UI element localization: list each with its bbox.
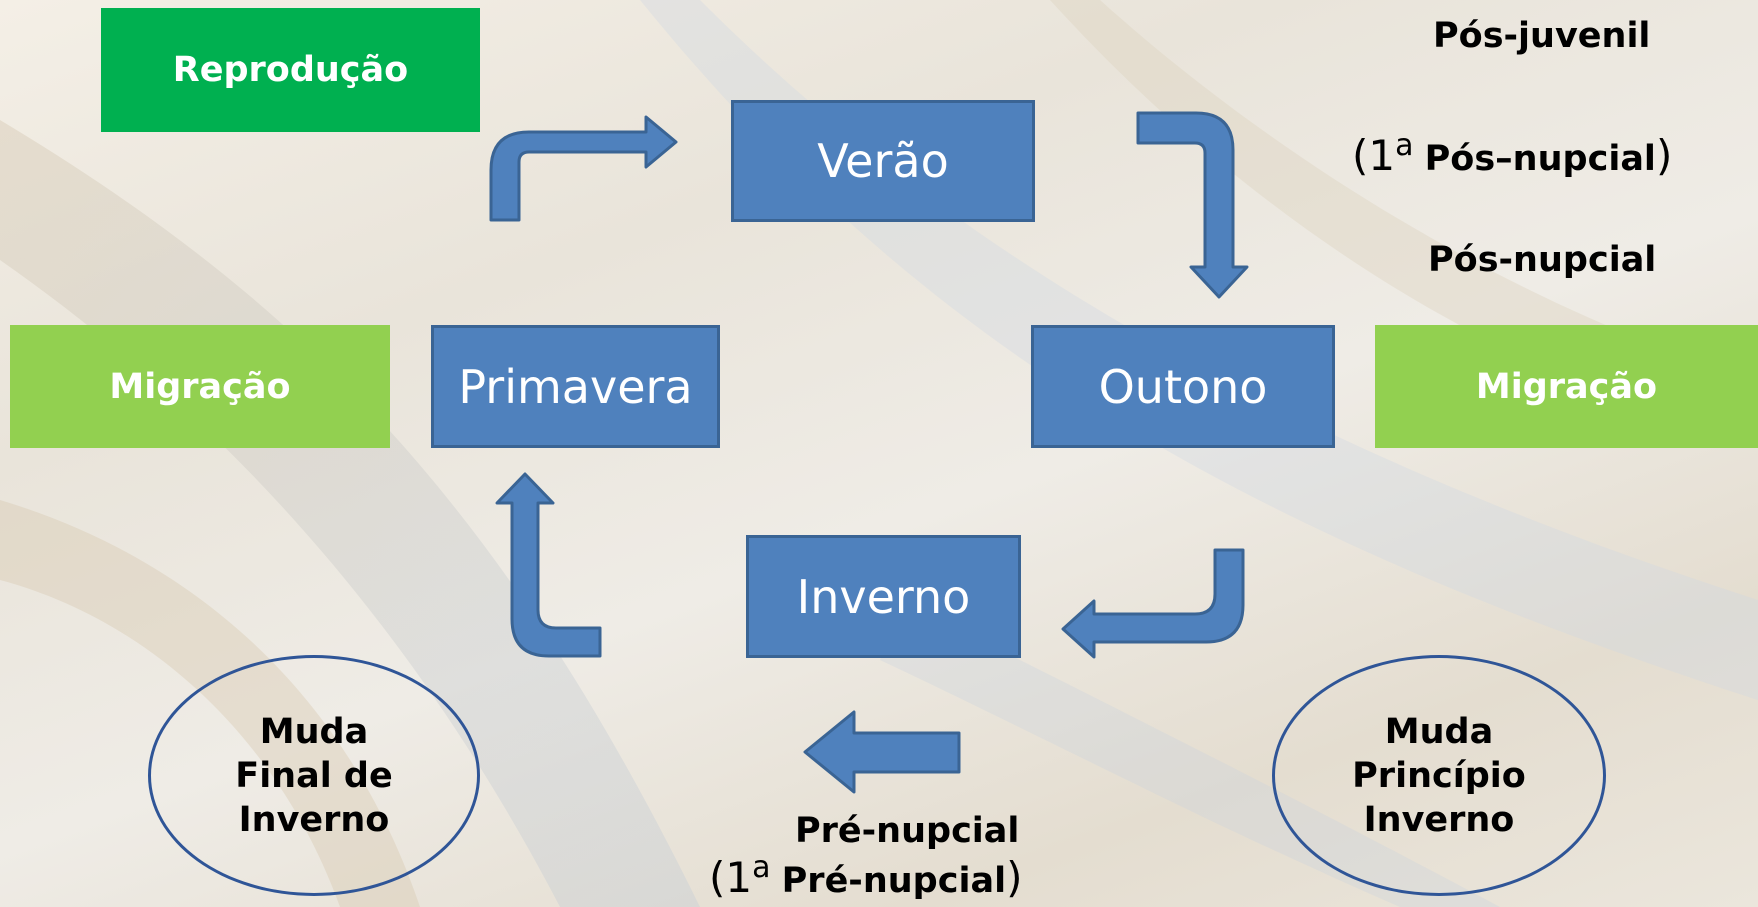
open-paren: ( [1352,131,1369,180]
pos-nupcial-label: Pós-nupcial [1428,240,1657,280]
reproducao-label: Reprodução [172,50,409,90]
outono-label: Outono [1098,359,1268,414]
pos-nupcial-paren-label: (1a Pós–nupcial) [1352,128,1672,180]
migracao-left-label: Migração [109,366,291,407]
migracao-right-label: Migração [1475,366,1658,407]
close-paren: ) [1655,131,1673,180]
muda-principio-inverno-ellipse: Muda Princípio Inverno [1272,655,1606,896]
outono-box: Outono [1031,325,1335,448]
inverno-label: Inverno [796,569,971,624]
pos-juvenil-label: Pós-juvenil [1433,16,1651,56]
pre-nupcial-paren-text: Pré-nupcial [781,861,1007,901]
ellipse-left-line-1: Muda [259,711,369,752]
primavera-label: Primavera [458,359,693,414]
muda-final-inverno-ellipse: Muda Final de Inverno [148,655,480,896]
ellipse-right-line-2: Princípio [1352,755,1526,796]
pre-nupcial-label: Pré-nupcial [795,811,1020,851]
pre-nupcial-paren-label: (1a Pré-nupcial) [709,850,1022,902]
ordinal-sup-bottom: a [752,850,771,885]
pos-nupcial-paren-text: Pós–nupcial [1424,139,1656,179]
migracao-right-box: Migração [1375,325,1758,448]
ellipse-left-line-3: Inverno [238,799,390,840]
verao-box: Verão [731,100,1035,222]
ordinal-number-bottom: 1 [725,853,753,902]
ordinal-number: 1 [1368,131,1396,180]
close-paren-bottom: ) [1006,853,1023,902]
verao-label: Verão [817,134,949,188]
reproducao-box: Reprodução [101,8,480,132]
primavera-box: Primavera [431,325,720,448]
open-paren-bottom: ( [709,853,726,902]
ordinal-sup: a [1395,128,1414,163]
ellipse-left-line-2: Final de [235,755,393,796]
migracao-left-box: Migração [10,325,390,448]
ellipse-right-line-1: Muda [1384,711,1494,752]
ellipse-right-line-3: Inverno [1363,799,1515,840]
inverno-box: Inverno [746,535,1021,658]
